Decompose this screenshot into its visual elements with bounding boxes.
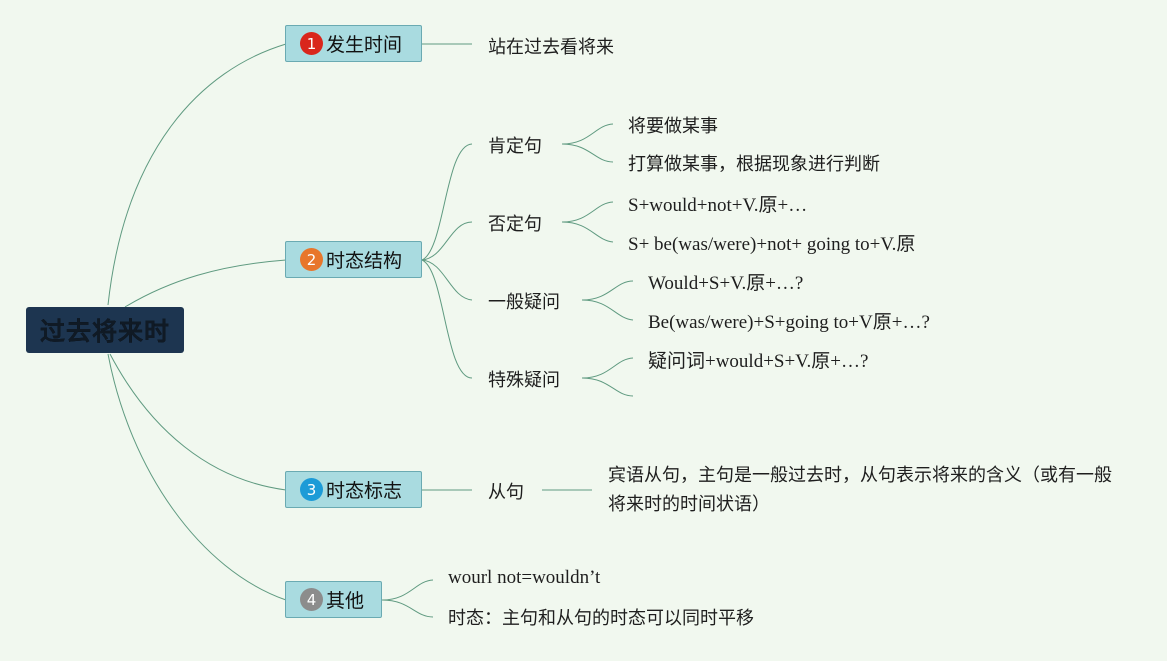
number-badge-2: 2 (300, 248, 323, 271)
leaf-clause-description[interactable]: 宾语从句，主句是一般过去时，从句表示将来的含义（或有一般将来时的时间状语） (608, 465, 1112, 515)
leaf-negative-1[interactable]: S+would+not+V.原+… (628, 195, 808, 216)
leaf-negative-2[interactable]: S+ be(was/were)+not+ going to+V.原 (628, 234, 916, 255)
leaf-affirmative-2[interactable]: 打算做某事，根据现象进行判断 (628, 154, 880, 175)
topic-affirmative[interactable]: 肯定句 (488, 136, 542, 157)
leaf-general-question-1[interactable]: Would+S+V.原+…? (648, 273, 804, 294)
number-badge-1: 1 (300, 32, 323, 55)
branch-label: 时态标志 (326, 480, 403, 502)
branch-tense-structure[interactable]: 2 时态结构 (285, 241, 422, 278)
topic-general-question[interactable]: 一般疑问 (488, 292, 560, 313)
leaf-affirmative-1[interactable]: 将要做某事 (628, 116, 718, 137)
number-badge-3: 3 (300, 478, 323, 501)
leaf-others-2[interactable]: 时态：主句和从句的时态可以同时平移 (448, 608, 754, 629)
branch-tense-markers[interactable]: 3 时态标志 (285, 471, 422, 508)
number-badge-4: 4 (300, 588, 323, 611)
leaf-general-question-2[interactable]: Be(was/were)+S+going to+V原+…? (648, 312, 930, 333)
branch-label: 时态结构 (326, 250, 403, 272)
branch-occurrence-time[interactable]: 1 发生时间 (285, 25, 422, 62)
branch-label: 其他 (326, 590, 365, 612)
branch-others[interactable]: 4 其他 (285, 581, 382, 618)
leaf-others-1[interactable]: wourl not=wouldn’t (448, 567, 601, 588)
topic-clause[interactable]: 从句 (488, 482, 524, 503)
leaf-special-question-1[interactable]: 疑问词+would+S+V.原+…? (648, 351, 869, 372)
branch-label: 发生时间 (326, 34, 403, 56)
topic-special-question[interactable]: 特殊疑问 (488, 370, 560, 391)
root-topic-label: 过去将来时 (39, 317, 170, 346)
topic-occurrence-text[interactable]: 站在过去看将来 (488, 37, 614, 58)
root-topic[interactable]: 过去将来时 (26, 307, 184, 353)
topic-negative[interactable]: 否定句 (488, 214, 542, 235)
